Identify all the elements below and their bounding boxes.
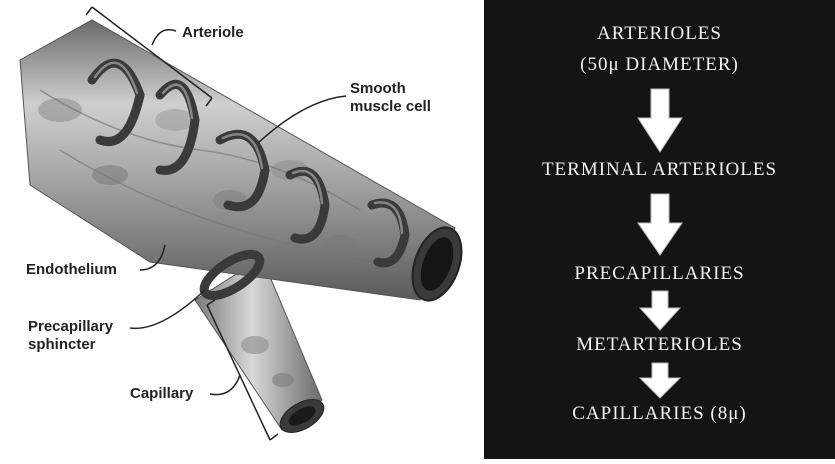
label-precapillary-line1: Precapillary [28, 318, 113, 335]
label-smooth-muscle-line2: muscle cell [350, 98, 431, 115]
label-capillary: Capillary [130, 385, 193, 402]
label-endothelium: Endothelium [26, 261, 117, 278]
arteriole-illustration: Arteriole Smooth muscle cell Endothelium… [0, 0, 480, 459]
step-metarterioles: METARTERIOLES [484, 333, 835, 357]
down-arrow-icon [636, 193, 684, 257]
down-arrow-icon [636, 88, 684, 154]
step-precapillaries: PRECAPILLARIES [484, 262, 835, 286]
label-arteriole: Arteriole [182, 24, 244, 41]
capillary-branch [195, 258, 329, 439]
step-terminal-arterioles: TERMINAL ARTERIOLES [484, 158, 835, 182]
label-smooth-muscle-line1: Smooth [350, 80, 406, 97]
step-arterioles-diameter: (50μ DIAMETER) [484, 53, 835, 77]
down-arrow-icon [638, 290, 682, 332]
step-capillaries: CAPILLARIES (8μ) [484, 402, 835, 426]
vessel-drawing [0, 0, 480, 459]
label-precapillary-line2: sphincter [28, 336, 96, 353]
step-arterioles: ARTERIOLES [484, 22, 835, 46]
vessel-hierarchy-flowchart: ARTERIOLES (50μ DIAMETER) TERMINAL ARTER… [484, 0, 835, 459]
down-arrow-icon [638, 362, 682, 400]
